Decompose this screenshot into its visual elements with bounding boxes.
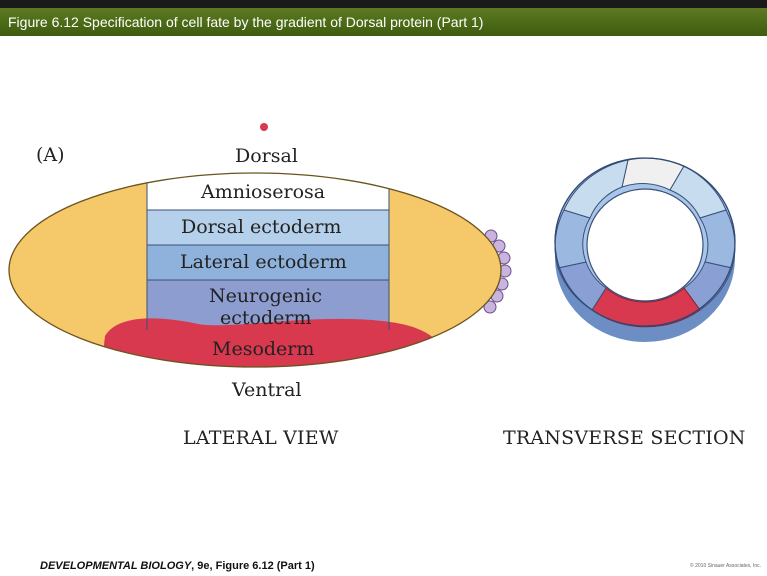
book-title: DEVELOPMENTAL BIOLOGY	[40, 560, 191, 572]
dorsal-label: Dorsal	[235, 145, 298, 167]
dorsal-ectoderm-label: Dorsal ectoderm	[181, 216, 341, 238]
lateral-ectoderm-label: Lateral ectoderm	[180, 251, 347, 273]
book-edition: , 9e, Figure 6.12 (Part 1)	[191, 560, 315, 572]
neurogenic-label-line1: Neurogenic	[209, 285, 322, 307]
panel-label: (A)	[36, 144, 65, 166]
transverse-section-ring	[555, 158, 735, 342]
lateral-view-label: LATERAL VIEW	[183, 427, 339, 449]
ventral-label: Ventral	[232, 379, 302, 401]
transverse-section-label: TRANSVERSE SECTION	[503, 427, 746, 449]
figure-credit: DEVELOPMENTAL BIOLOGY, 9e, Figure 6.12 (…	[40, 560, 315, 572]
copyright-notice: © 2010 Sinauer Associates, Inc.	[690, 563, 761, 569]
amnioserosa-label: Amnioserosa	[201, 181, 325, 203]
mesoderm-label: Mesoderm	[212, 338, 314, 360]
marker-dot	[260, 123, 268, 131]
neurogenic-label-line2: ectoderm	[220, 307, 311, 329]
